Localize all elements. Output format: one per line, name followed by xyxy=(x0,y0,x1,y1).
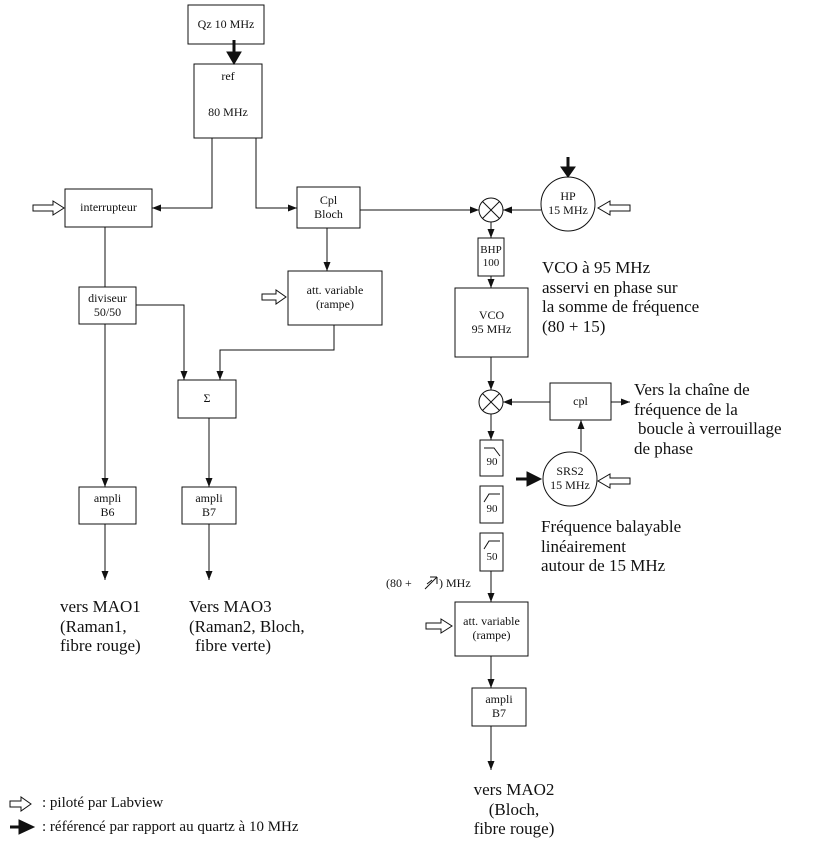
highpass-filter-icon xyxy=(483,493,500,503)
highpass-filter-icon-2 xyxy=(483,540,500,550)
mixer-1 xyxy=(478,197,504,223)
labview-arrow-srs2 xyxy=(597,473,631,489)
output-mao1: vers MAO1 (Raman1, fibre rouge) xyxy=(60,597,141,656)
att-variable-box-1 xyxy=(287,270,383,326)
freq-label-pre: (80 + xyxy=(386,576,412,590)
filter-90-label-2: 90 xyxy=(486,503,498,515)
sigma-box xyxy=(177,379,237,419)
vco-note: VCO à 95 MHz asservi en phase sur la som… xyxy=(542,258,700,336)
labview-arrow-hp xyxy=(597,200,631,216)
ref-80mhz-box xyxy=(193,63,263,139)
interrupteur-label: interrupteur xyxy=(80,200,137,215)
quartz-arrow-ref xyxy=(226,51,242,65)
phase-lock-chain-note: Vers la chaîne de fréquence de la boucle… xyxy=(634,380,782,458)
legend-hollow-arrow-icon xyxy=(9,796,32,812)
att-variable-label-2: att. variable(rampe) xyxy=(463,614,520,642)
highpass-filter-90 xyxy=(479,485,504,524)
mixer-2 xyxy=(478,389,504,415)
ramp-up-icon xyxy=(424,576,438,590)
ref-frequency: 80 MHz xyxy=(208,105,248,119)
legend-quartz: : référencé par rapport au quartz à 10 M… xyxy=(42,819,299,835)
cpl-label: cpl xyxy=(573,393,588,408)
quartz-label: Qz 10 MHz xyxy=(197,16,255,31)
legend-labview: : piloté par Labview xyxy=(42,795,164,811)
quartz-box xyxy=(187,4,265,45)
output-mao2: vers MAO2 (Bloch, fibre rouge) xyxy=(473,780,555,839)
quartz-arrow-hp xyxy=(560,166,576,178)
srs2-circle xyxy=(542,451,598,507)
labview-arrow-att2 xyxy=(425,618,453,634)
ampli-b6-box xyxy=(78,486,137,525)
att-variable-label-1: att. variable(rampe) xyxy=(306,283,364,311)
output-mao3: Vers MAO3 (Raman2, Bloch, fibre verte) xyxy=(189,597,305,656)
quartz-arrow-srs2 xyxy=(526,471,543,487)
freq-label-post: ) MHz xyxy=(439,576,471,590)
ref-label: ref xyxy=(221,69,235,83)
filter-50-label: 50 xyxy=(486,551,498,563)
labview-arrow-att1 xyxy=(261,289,287,305)
lowpass-filter-icon xyxy=(484,447,501,457)
ampli-b7-box-2 xyxy=(471,687,527,727)
legend-solid-arrow-icon xyxy=(18,819,36,835)
sigma-label: Σ xyxy=(203,391,211,406)
filter-90-label-1: 90 xyxy=(486,456,498,468)
labview-arrow-interrupteur xyxy=(32,200,65,216)
sweep-note: Fréquence balayable linéairement autour … xyxy=(541,517,682,576)
